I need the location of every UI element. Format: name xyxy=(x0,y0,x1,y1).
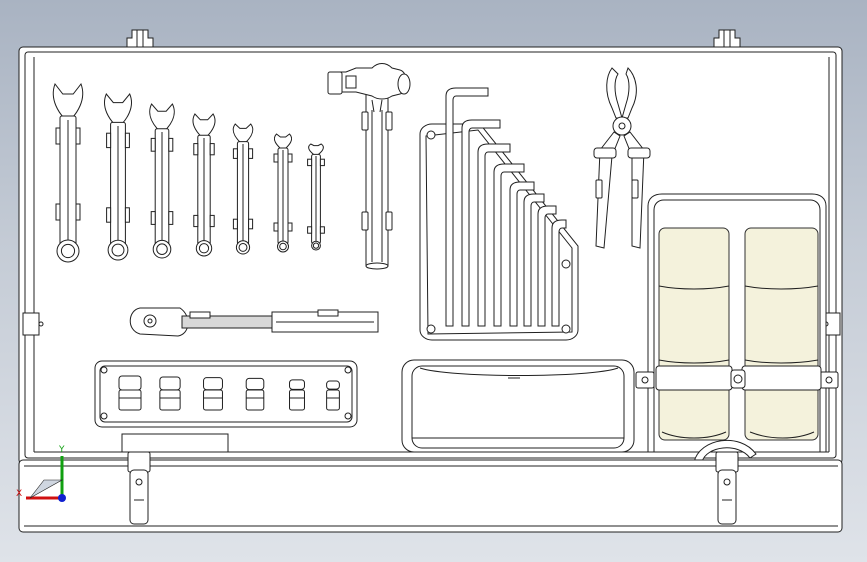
hex-key-6 xyxy=(523,193,545,327)
wrench-1 xyxy=(52,82,84,263)
storage-pouch xyxy=(401,359,635,453)
pliers xyxy=(593,67,651,249)
hex-key-7 xyxy=(537,205,557,327)
hex-key-2 xyxy=(461,119,501,327)
wrench-4 xyxy=(192,113,216,257)
wrench-3 xyxy=(149,103,175,259)
hex-key-4 xyxy=(493,163,525,327)
carry-handle xyxy=(693,439,757,463)
socket-set xyxy=(118,375,340,411)
wrench-6 xyxy=(273,133,293,253)
hex-key-1 xyxy=(445,87,489,327)
hammer xyxy=(327,63,411,270)
socket-2 xyxy=(159,376,181,411)
axis-triad: X Y xyxy=(16,445,66,502)
hex-key-8 xyxy=(551,219,567,327)
wrench-2 xyxy=(104,93,132,261)
toolbox-base xyxy=(18,459,843,533)
canister-clip xyxy=(730,369,746,389)
hex-key-set xyxy=(445,87,567,327)
y-axis-label: Y xyxy=(58,445,65,455)
socket-4 xyxy=(245,377,265,411)
label-plate xyxy=(121,433,229,453)
canister-left xyxy=(655,227,733,441)
top-hinge-left xyxy=(126,29,154,48)
canister-right xyxy=(741,227,822,441)
top-hinge-right xyxy=(713,29,741,48)
wrench-7 xyxy=(307,143,325,251)
x-axis-label: X xyxy=(16,489,22,499)
front-latch-left xyxy=(127,451,151,525)
hex-key-3 xyxy=(477,143,511,327)
ratchet-handle xyxy=(129,307,379,337)
hex-key-5 xyxy=(509,181,535,327)
socket-1 xyxy=(118,375,142,411)
socket-5 xyxy=(289,379,305,411)
socket-6 xyxy=(326,380,340,411)
combination-wrench-set xyxy=(52,82,325,263)
socket-3 xyxy=(203,377,223,411)
wrench-5 xyxy=(232,123,254,255)
front-latch-right xyxy=(715,451,739,525)
